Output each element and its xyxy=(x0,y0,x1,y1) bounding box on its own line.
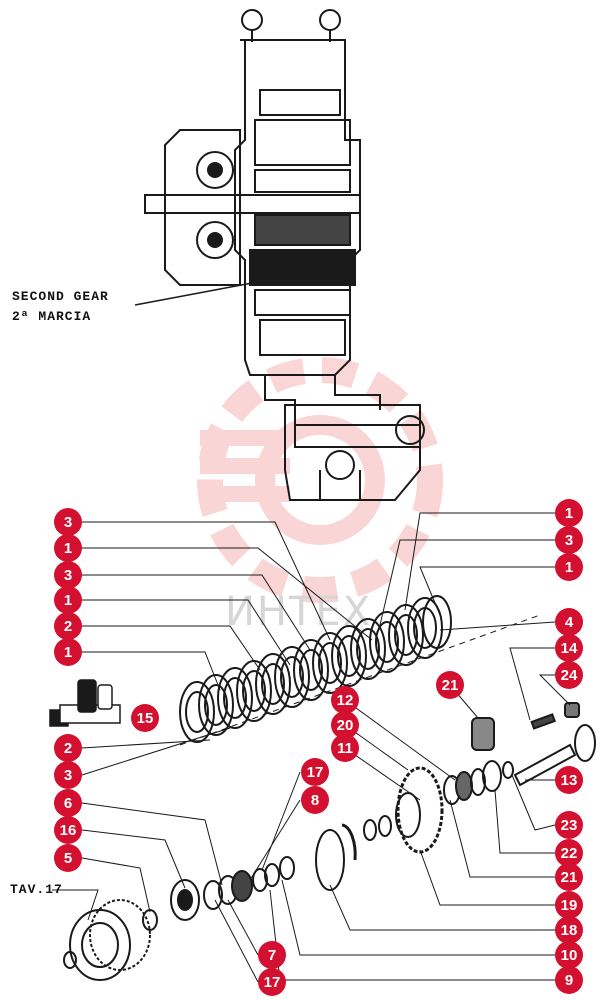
callout-15: 15 xyxy=(131,704,159,732)
callout-1: 1 xyxy=(555,553,583,581)
callout-21: 21 xyxy=(436,671,464,699)
svg-text:9: 9 xyxy=(565,972,573,989)
callout-8: 8 xyxy=(301,786,329,814)
callout-3: 3 xyxy=(555,526,583,554)
svg-text:5: 5 xyxy=(64,850,72,867)
tav17-label: TAV.17 xyxy=(10,882,63,897)
svg-text:2: 2 xyxy=(64,618,72,635)
callout-22: 22 xyxy=(555,839,583,867)
svg-text:21: 21 xyxy=(442,677,459,694)
svg-text:4: 4 xyxy=(565,614,574,631)
callout-20: 20 xyxy=(331,711,359,739)
callout-1: 1 xyxy=(54,638,82,666)
callout-5: 5 xyxy=(54,844,82,872)
callout-9: 9 xyxy=(555,966,583,994)
svg-text:12: 12 xyxy=(337,692,354,709)
svg-text:3: 3 xyxy=(64,567,72,584)
svg-text:22: 22 xyxy=(561,845,578,862)
callout-14: 14 xyxy=(555,634,583,662)
watermark-text: ИНТЕХ xyxy=(225,589,372,635)
svg-text:3: 3 xyxy=(64,767,72,784)
shaft-assembly xyxy=(63,702,596,981)
svg-text:14: 14 xyxy=(561,640,578,657)
callout-17: 17 xyxy=(301,758,329,786)
svg-text:6: 6 xyxy=(64,795,72,812)
callout-1: 1 xyxy=(54,534,82,562)
callouts-right: 1 3 1 4 14 24 13 23 22 21 19 18 10 9 xyxy=(555,499,583,994)
second-gear-leader xyxy=(134,282,253,306)
callout-3: 3 xyxy=(54,761,82,789)
svg-text:1: 1 xyxy=(64,540,72,557)
callout-2: 2 xyxy=(54,734,82,762)
leader-lines xyxy=(52,512,571,983)
callout-21: 21 xyxy=(555,863,583,891)
callout-17: 17 xyxy=(258,968,286,996)
svg-text:23: 23 xyxy=(561,817,578,834)
svg-text:13: 13 xyxy=(561,772,578,789)
callout-24: 24 xyxy=(555,661,583,689)
svg-text:20: 20 xyxy=(337,717,354,734)
callout-16: 16 xyxy=(54,816,82,844)
callout-3: 3 xyxy=(54,561,82,589)
svg-text:21: 21 xyxy=(561,869,578,886)
second-gear-label: SECOND GEAR xyxy=(12,289,109,304)
callout-19: 19 xyxy=(555,891,583,919)
svg-text:16: 16 xyxy=(60,822,77,839)
svg-text:2: 2 xyxy=(64,740,72,757)
callout-18: 18 xyxy=(555,916,583,944)
part-15-sketch xyxy=(49,679,121,727)
svg-text:7: 7 xyxy=(268,947,276,964)
svg-text:1: 1 xyxy=(565,559,573,576)
callout-1: 1 xyxy=(555,499,583,527)
svg-text:3: 3 xyxy=(565,532,573,549)
callout-11: 11 xyxy=(331,734,359,762)
svg-text:1: 1 xyxy=(64,644,72,661)
svg-text:1: 1 xyxy=(64,592,72,609)
svg-text:17: 17 xyxy=(307,764,324,781)
svg-text:11: 11 xyxy=(337,740,353,757)
callout-7: 7 xyxy=(258,941,286,969)
svg-text:24: 24 xyxy=(561,667,578,684)
callout-13: 13 xyxy=(555,766,583,794)
svg-text:15: 15 xyxy=(137,710,154,727)
callout-1: 1 xyxy=(54,586,82,614)
svg-text:18: 18 xyxy=(561,922,578,939)
svg-text:17: 17 xyxy=(264,974,281,991)
callout-2: 2 xyxy=(54,612,82,640)
svg-text:1: 1 xyxy=(565,505,573,522)
callout-12: 12 xyxy=(331,686,359,714)
svg-text:10: 10 xyxy=(561,947,578,964)
svg-text:19: 19 xyxy=(561,897,578,914)
svg-text:3: 3 xyxy=(64,514,72,531)
callouts-mid: 21 12 20 11 17 8 15 7 17 xyxy=(131,671,464,996)
callout-23: 23 xyxy=(555,811,583,839)
callout-10: 10 xyxy=(555,941,583,969)
callout-4: 4 xyxy=(555,608,583,636)
second-gear-label-it: 2ª MARCIA xyxy=(12,309,91,324)
callout-3: 3 xyxy=(54,508,82,536)
callout-6: 6 xyxy=(54,789,82,817)
callouts-left: 3 1 3 1 2 1 2 3 6 16 5 xyxy=(54,508,82,872)
gearbox-section xyxy=(144,9,425,501)
svg-text:8: 8 xyxy=(311,792,319,809)
